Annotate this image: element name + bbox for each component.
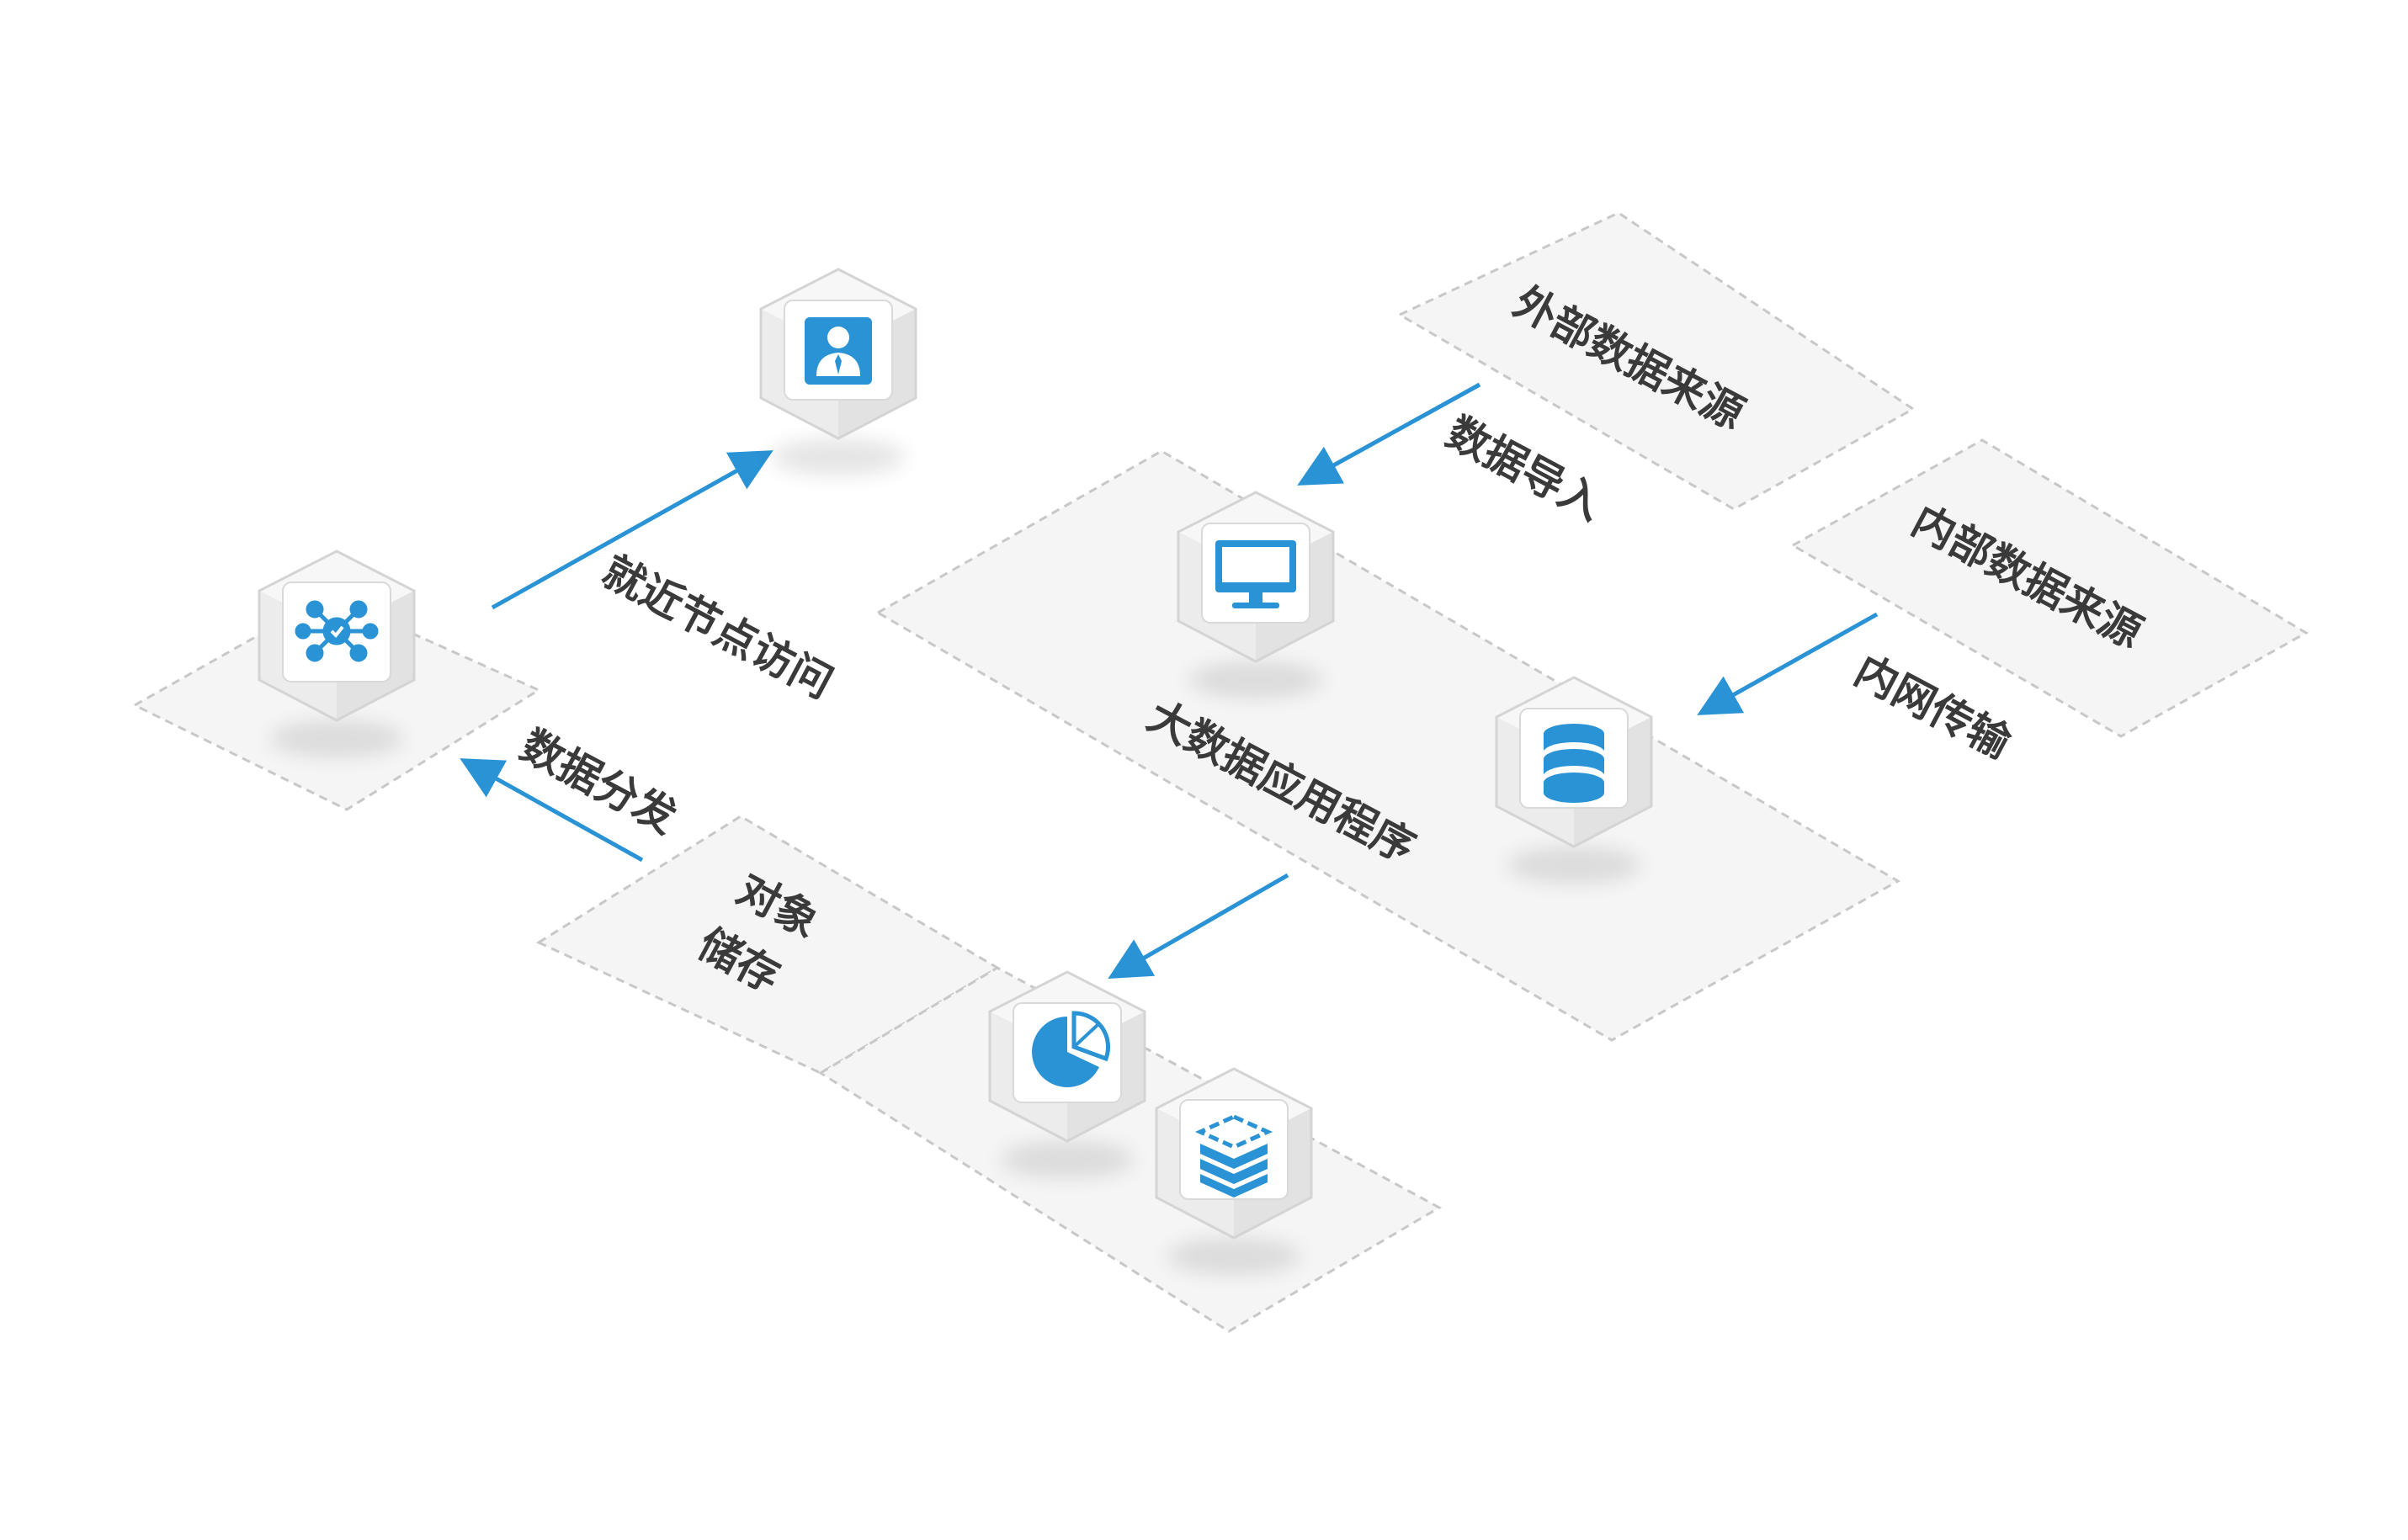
node-user bbox=[761, 269, 916, 475]
network-node-icon bbox=[295, 600, 379, 662]
platform-internal-source bbox=[1789, 438, 2310, 738]
label-data-distribution: 数据分发 bbox=[513, 720, 684, 842]
platform-big-data-app bbox=[874, 449, 1901, 1042]
node-database bbox=[1496, 677, 1651, 884]
monitor-icon bbox=[1215, 540, 1296, 608]
user-icon bbox=[805, 317, 872, 385]
database-icon bbox=[1544, 724, 1604, 803]
label-intranet-transfer: 内网传输 bbox=[1847, 645, 2019, 768]
arrow-data-import bbox=[1297, 382, 1481, 486]
arrow-intranet-transfer bbox=[1697, 612, 1879, 715]
arrow-nearest-node-access bbox=[491, 450, 773, 610]
node-monitor bbox=[1178, 492, 1333, 698]
label-nearest-node-access: 就近节点访问 bbox=[594, 546, 840, 708]
arrow-data-to-storage bbox=[1108, 873, 1289, 979]
platform-storage-tray bbox=[818, 966, 1443, 1333]
node-storage bbox=[1156, 1069, 1311, 1275]
pie-chart-icon bbox=[1032, 1011, 1111, 1087]
node-analytics bbox=[990, 972, 1145, 1178]
platform-external-source bbox=[1396, 211, 1916, 511]
label-data-import: 数据导入 bbox=[1438, 407, 1610, 529]
node-cdn bbox=[259, 551, 414, 757]
arrow-data-distribution bbox=[460, 758, 644, 863]
storage-stack-icon bbox=[1194, 1114, 1273, 1197]
